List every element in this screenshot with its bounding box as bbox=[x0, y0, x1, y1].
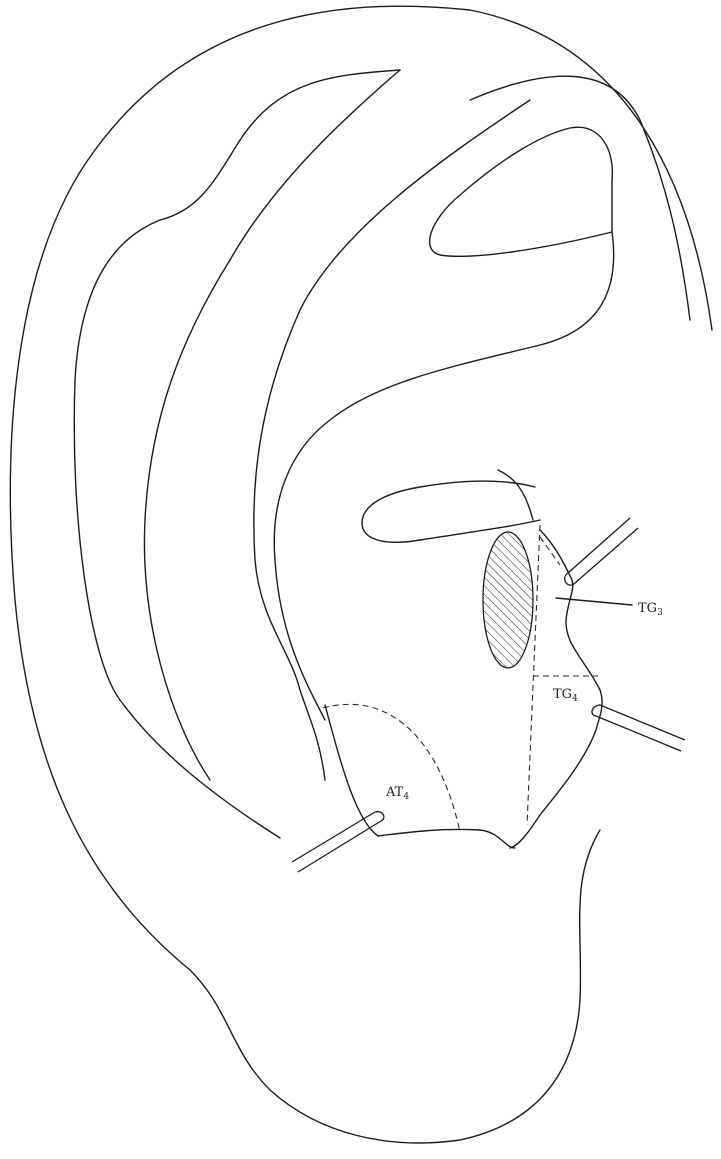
label-at4: AT4 bbox=[385, 785, 409, 802]
concha-upper-edge bbox=[274, 232, 613, 720]
triangular-fossa bbox=[430, 127, 613, 256]
helix-inner-edge bbox=[74, 70, 400, 838]
hatched-oval-region bbox=[483, 532, 533, 668]
scapha-edge bbox=[144, 70, 400, 780]
probe-tg4 bbox=[592, 705, 685, 751]
superior-antihelix-crus bbox=[470, 76, 690, 320]
probe-tg3 bbox=[565, 518, 638, 585]
tg3-leader-line bbox=[556, 598, 632, 605]
label-tg4: TG4 bbox=[553, 687, 578, 704]
antihelix-edge bbox=[254, 100, 530, 780]
probe-at4 bbox=[292, 812, 384, 872]
antitragus-outline bbox=[325, 705, 515, 848]
outer-helix-outline bbox=[10, 6, 712, 1143]
crus-join bbox=[498, 470, 533, 520]
label-tg3: TG3 bbox=[638, 601, 663, 618]
